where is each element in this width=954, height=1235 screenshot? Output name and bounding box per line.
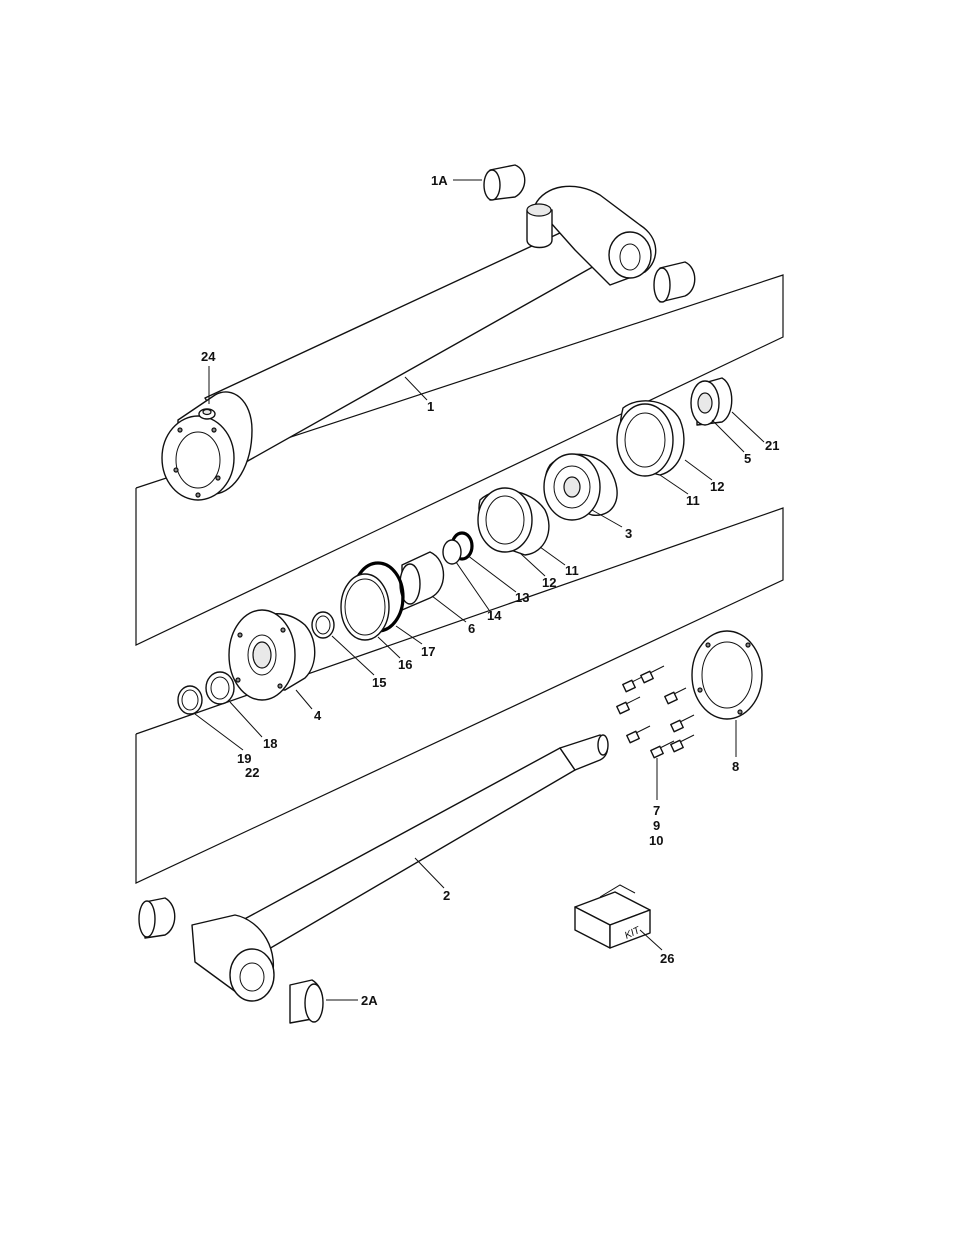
callout-13: 13 xyxy=(515,590,529,605)
bushing-2a-part xyxy=(139,898,175,938)
callout-18: 18 xyxy=(263,736,277,751)
piston-nut-part xyxy=(691,378,732,425)
callout-12-upper: 12 xyxy=(710,479,724,494)
seal-kit-box-part: KIT xyxy=(575,885,650,948)
wiper-19-part xyxy=(178,686,202,714)
callout-5: 5 xyxy=(744,451,751,466)
callout-12-lower: 12 xyxy=(542,575,556,590)
callout-24: 24 xyxy=(201,349,216,364)
callout-14: 14 xyxy=(487,608,502,623)
callout-10: 10 xyxy=(649,833,663,848)
flange-gasket-part xyxy=(692,631,762,719)
piston-seal-left-part xyxy=(478,488,549,555)
callout-4: 4 xyxy=(314,708,322,723)
callout-1a: 1A xyxy=(431,173,448,188)
callout-21: 21 xyxy=(765,438,779,453)
callout-16: 16 xyxy=(398,657,412,672)
callout-7: 7 xyxy=(653,803,660,818)
callout-3: 3 xyxy=(625,526,632,541)
callout-8: 8 xyxy=(732,759,739,774)
callout-11-lower: 11 xyxy=(565,563,579,578)
callout-11-upper: 11 xyxy=(686,493,700,508)
piston-seal-right-part xyxy=(617,401,684,476)
callout-6: 6 xyxy=(468,621,475,636)
cap-screws-part xyxy=(617,666,694,758)
bushing-2a-second-part xyxy=(290,980,323,1023)
callout-19: 19 xyxy=(237,751,251,766)
cylinder-head-part xyxy=(229,610,315,700)
spacer-part xyxy=(400,552,444,610)
cylinder-barrel-part xyxy=(162,186,656,500)
rod-seal-part xyxy=(312,612,334,638)
piston-part xyxy=(544,454,617,520)
callout-17: 17 xyxy=(421,644,435,659)
callout-9: 9 xyxy=(653,818,660,833)
grease-fitting-part xyxy=(199,409,215,419)
callout-22: 22 xyxy=(245,765,259,780)
backup-ring-14-part xyxy=(443,540,461,564)
bushing-1a-second-part xyxy=(654,262,695,302)
callout-26: 26 xyxy=(660,951,674,966)
backup-ring-16-part xyxy=(341,574,389,640)
wiper-18-part xyxy=(206,672,234,704)
callout-2: 2 xyxy=(443,888,450,903)
callout-15: 15 xyxy=(372,675,386,690)
exploded-view-frames xyxy=(136,275,783,883)
callout-2a: 2A xyxy=(361,993,378,1008)
bushing-1a-part xyxy=(484,165,525,200)
callout-1: 1 xyxy=(427,399,434,414)
